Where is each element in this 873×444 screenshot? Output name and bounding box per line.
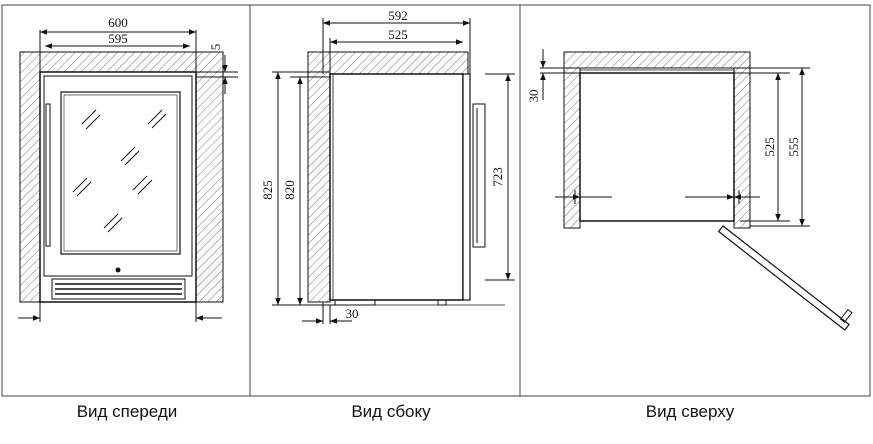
- dim-front-top-gap: 5: [208, 44, 223, 51]
- side-dimension-lines: [272, 18, 515, 324]
- side-door: [462, 73, 471, 301]
- glass-glare-marks: [72, 109, 167, 233]
- caption-front-view: Вид спереди: [76, 402, 178, 421]
- side-view: 592 525 825 820 723 30: [260, 8, 515, 324]
- ventilation-grille: [51, 278, 186, 300]
- top-open-door: [717, 225, 853, 331]
- dim-top-body-depth: 525: [762, 137, 777, 157]
- front-door-frame: [43, 75, 193, 277]
- front-door-handle: [45, 103, 51, 247]
- dim-side-niche-height: 825: [260, 180, 275, 200]
- front-appliance-body: [39, 71, 197, 303]
- caption-top-view: Вид сверху: [645, 402, 735, 421]
- dim-side-body-depth: 525: [388, 27, 408, 42]
- dim-side-body-height: 820: [282, 180, 297, 200]
- ventilation-slots: [55, 283, 182, 295]
- top-appliance-body: [579, 72, 735, 222]
- lock-icon: [115, 267, 121, 273]
- side-appliance-body: [329, 73, 464, 301]
- dim-top-rear-gap: 30: [526, 90, 541, 103]
- front-door-glass-inner: [63, 94, 178, 252]
- front-view: 600 595 5: [18, 15, 238, 322]
- front-door-glass: [60, 91, 181, 255]
- diagram-frame: [1, 4, 871, 397]
- dim-front-outer-width: 600: [108, 15, 128, 30]
- dim-side-total-depth: 592: [388, 8, 408, 23]
- top-view: 30 525 555: [526, 49, 853, 331]
- dim-side-rear-gap: 30: [346, 306, 359, 321]
- front-dimension-lines: [18, 29, 238, 322]
- top-dimension-lines: [540, 49, 810, 227]
- dim-top-total-depth: 555: [786, 137, 801, 157]
- dim-side-door-height: 723: [490, 167, 505, 187]
- caption-side-view: Вид сбоку: [351, 402, 431, 421]
- side-door-handle: [472, 103, 486, 248]
- dim-front-inner-width: 595: [108, 31, 128, 46]
